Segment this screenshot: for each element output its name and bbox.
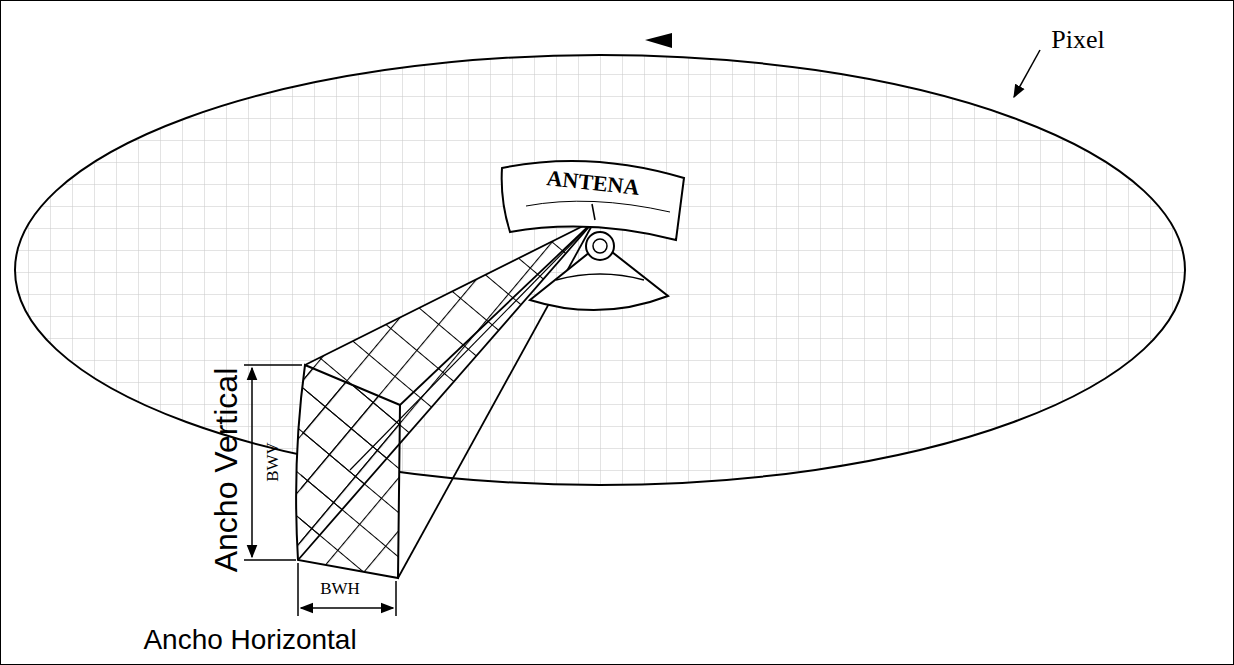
- pedestal-joint: [586, 232, 614, 260]
- leader-line: [1014, 50, 1040, 97]
- scan-ellipse: [15, 55, 1185, 485]
- antenna-dish: [502, 161, 684, 240]
- callout-label: Pixel: [1051, 27, 1104, 53]
- dimension-label: BWH: [320, 580, 360, 597]
- dish-rim: [526, 201, 670, 212]
- pedestal-joint-inner: [593, 239, 607, 253]
- dimension-title: Ancho Vertical: [210, 368, 242, 573]
- dimension-label: BWV: [264, 442, 281, 482]
- beam-face: [296, 365, 400, 578]
- pedestal-line: [556, 274, 644, 280]
- vertical-dimension: [244, 365, 302, 560]
- feed: [592, 204, 595, 220]
- horizontal-dimension: [298, 563, 396, 616]
- scan-grid: [15, 55, 1185, 485]
- beam-edges: [298, 220, 595, 578]
- rotation-arrow: [645, 33, 672, 48]
- dimension-title: Ancho Horizontal: [143, 626, 356, 654]
